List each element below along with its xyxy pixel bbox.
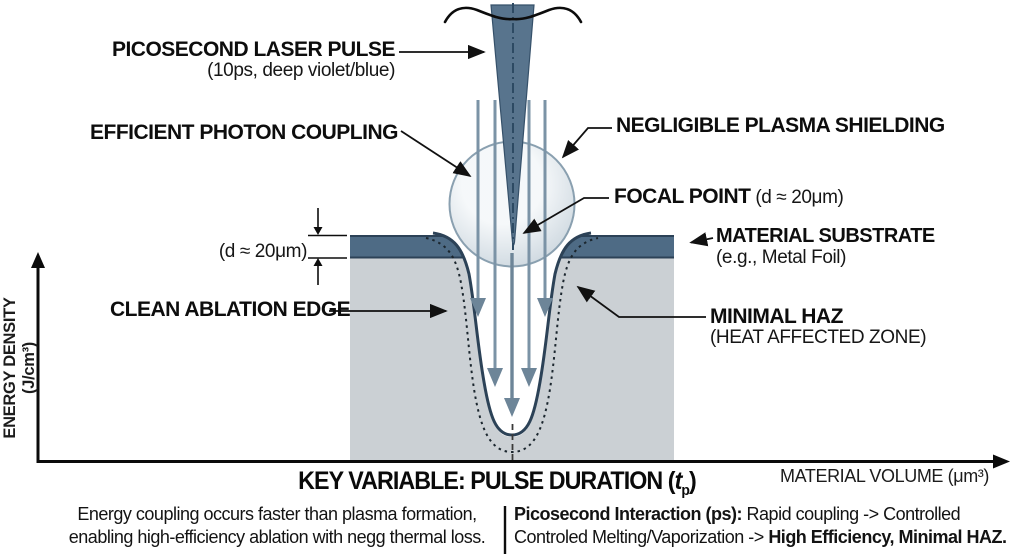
caption-left: Energy coupling occurs faster than plasm… xyxy=(56,503,498,549)
energy-rays xyxy=(470,100,553,417)
caption-right-line1-rest: Rapid coupling -> Controlled xyxy=(742,504,961,524)
label-clean-edge: CLEAN ABLATION EDGE xyxy=(110,298,351,321)
key-variable-title: KEY VARIABLE: PULSE DURATION (tp) xyxy=(255,467,739,499)
thickness-dimension xyxy=(308,208,347,285)
laser-pulse-sub: (10ps, deep violet/blue) xyxy=(207,60,395,81)
down-arrow-icon xyxy=(537,298,553,317)
caption-right-bold-lead: Picosecond Interaction (ps): xyxy=(514,504,743,524)
caption-right: Picosecond Interaction (ps): Rapid coupl… xyxy=(514,503,1020,549)
haz-dotted-line xyxy=(425,237,599,454)
label-focal-point: FOCAL POINT (d ≈ 20μm) xyxy=(614,185,844,209)
caption-left-line1: Energy coupling occurs faster than plasm… xyxy=(77,504,477,524)
leader-photon-coupling xyxy=(400,130,472,177)
down-arrow-icon xyxy=(521,368,537,387)
down-arrow-icon xyxy=(504,398,520,417)
label-minimal-haz: MINIMAL HAZ (HEAT AFFECTED ZONE) xyxy=(710,305,927,348)
y-axis xyxy=(31,252,45,461)
label-laser-pulse: PICOSECOND LASER PULSE (10ps, deep viole… xyxy=(90,38,396,81)
x-axis xyxy=(36,454,1010,469)
y-axis-label: ENERGY DENSITY (J/cm³) xyxy=(1,297,38,439)
caption-right-line2-start: Controled Melting/Vaporization -> xyxy=(514,527,769,547)
minimal-haz-sub: (HEAT AFFECTED ZONE) xyxy=(710,327,927,348)
pulse-wavefront xyxy=(443,6,583,24)
focal-point-detail: (d ≈ 20μm) xyxy=(750,187,844,208)
minimal-haz-title: MINIMAL HAZ xyxy=(710,305,843,328)
down-arrow-icon xyxy=(313,227,323,235)
label-photon-coupling: EFFICIENT PHOTON COUPLING xyxy=(90,121,398,144)
leader-focal-point xyxy=(522,197,609,234)
leader-substrate xyxy=(689,232,714,247)
x-axis-label: MATERIAL VOLUME (μm³) xyxy=(780,466,989,486)
up-arrow-icon xyxy=(313,258,323,266)
key-variable-subscript: p xyxy=(681,482,690,499)
laser-pulse-title: PICOSECOND LASER PULSE xyxy=(111,38,396,61)
down-arrow-icon xyxy=(470,298,486,317)
caption-left-line2: enabling high-efficiency ablation with n… xyxy=(68,527,486,547)
leader-minimal-haz xyxy=(576,285,706,318)
caption-right-line2-bold: High Efficiency, Minimal HAZ. xyxy=(768,527,1007,547)
substrate-sub: (e.g., Metal Foil) xyxy=(716,247,847,268)
caption-right-line2: Controled Melting/Vaporization -> High E… xyxy=(514,526,1020,549)
key-variable-suffix: ) xyxy=(689,467,697,495)
substrate-title: MATERIAL SUBSTRATE xyxy=(716,225,935,247)
leader-plasma-shielding xyxy=(561,127,612,159)
label-plasma-shielding: NEGLIGIBLE PLASMA SHIELDING xyxy=(616,114,945,137)
label-substrate: MATERIAL SUBSTRATE (e.g., Metal Foil) xyxy=(716,225,935,269)
key-variable-symbol: t xyxy=(674,467,683,495)
focal-point-title: FOCAL POINT xyxy=(614,185,751,208)
key-variable-prefix: KEY VARIABLE: PULSE DURATION ( xyxy=(298,467,675,495)
label-thickness: (d ≈ 20μm) xyxy=(218,241,308,262)
down-arrow-icon xyxy=(487,368,503,387)
right-arrow-icon xyxy=(993,454,1010,469)
caption-right-line1: Picosecond Interaction (ps): Rapid coupl… xyxy=(514,503,1020,526)
up-arrow-icon xyxy=(31,252,45,268)
